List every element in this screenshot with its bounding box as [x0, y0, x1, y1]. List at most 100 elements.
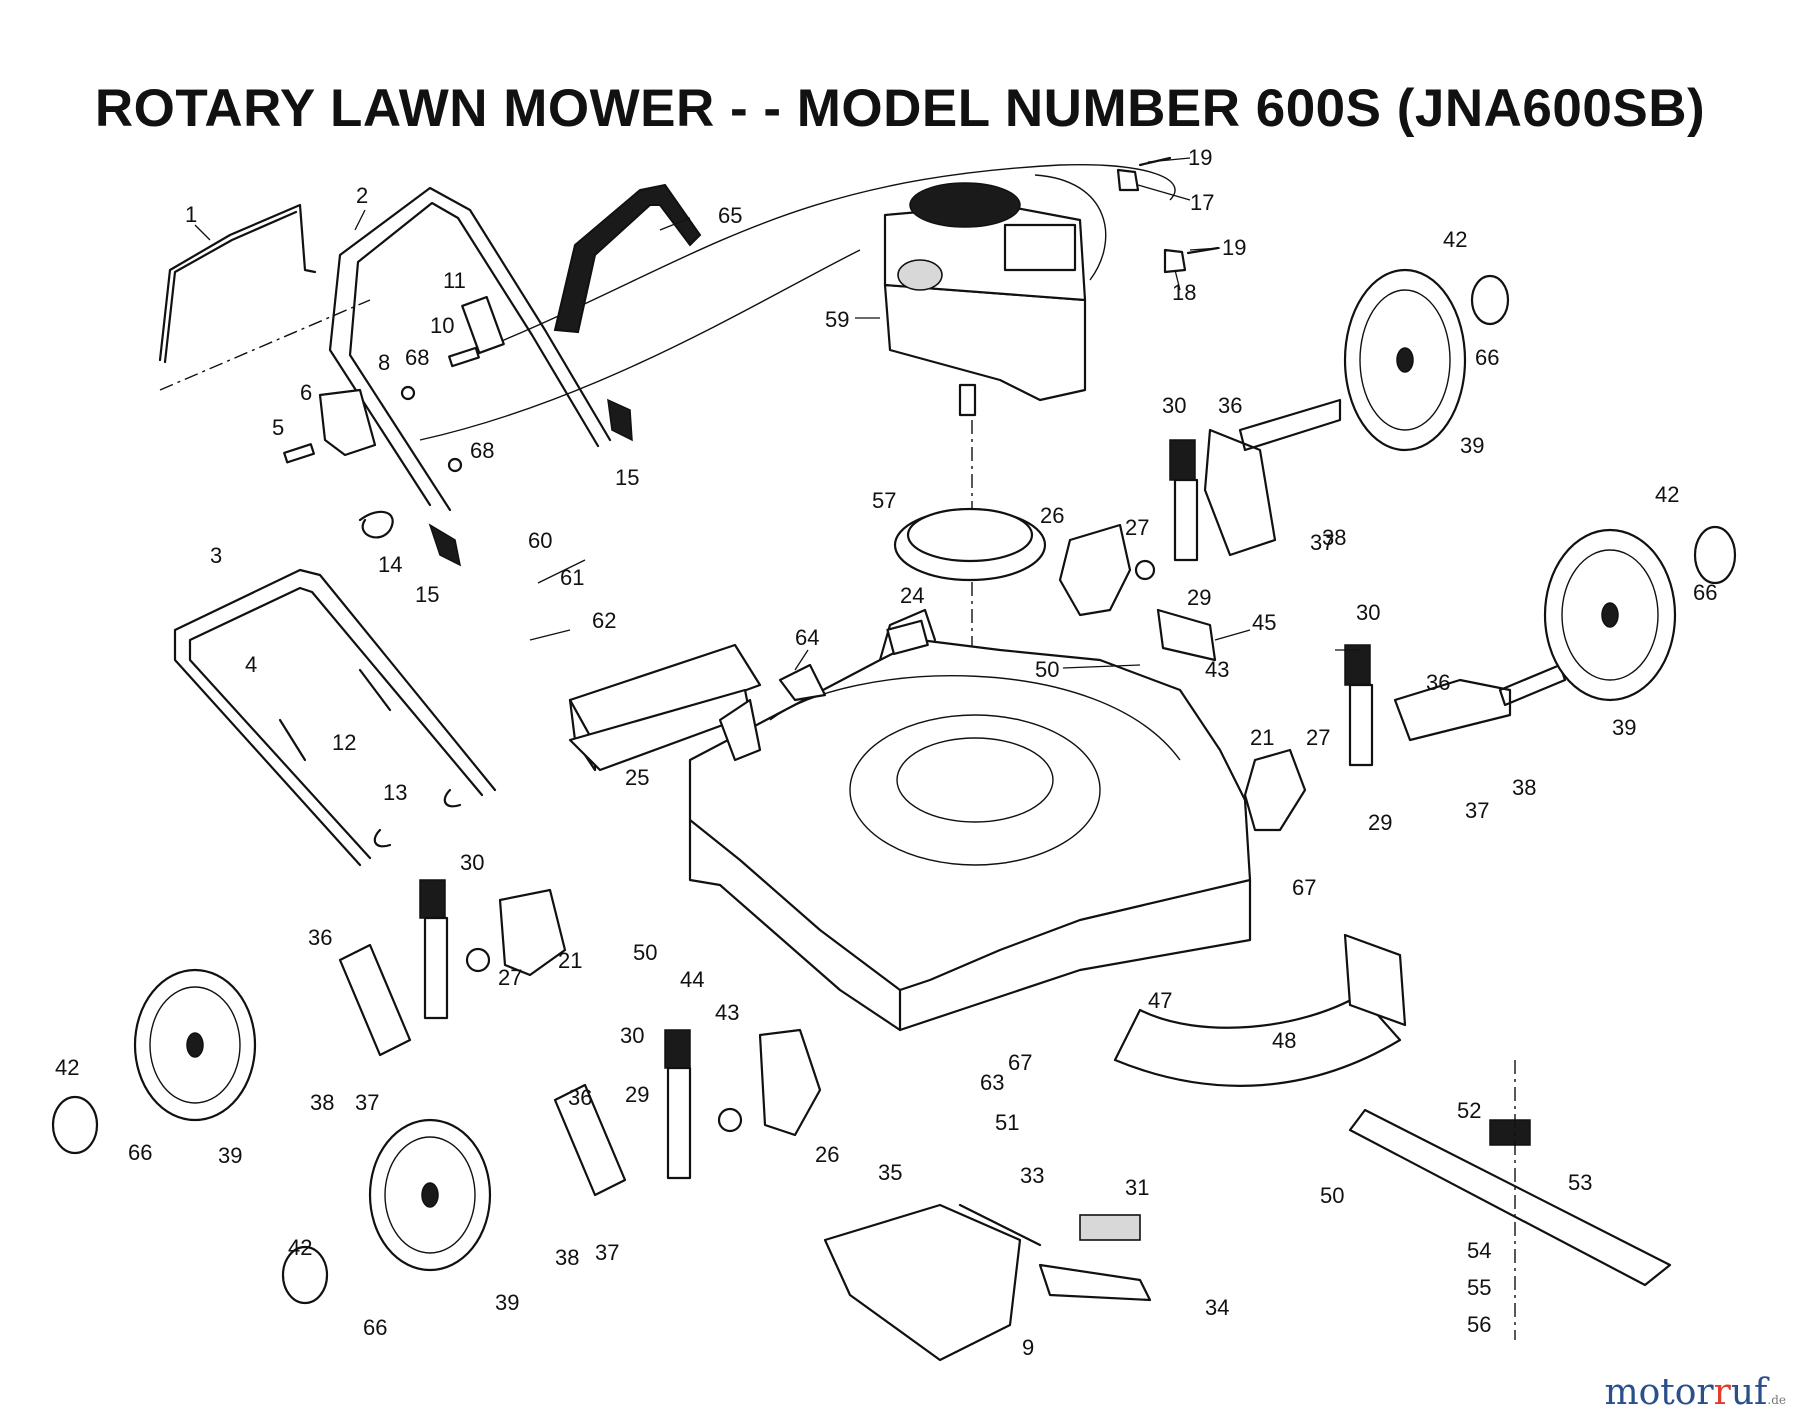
label: 33: [1020, 1163, 1044, 1188]
label: 63: [980, 1070, 1004, 1095]
label: 42: [55, 1055, 79, 1080]
label: 62: [592, 608, 616, 633]
part-11-bracket: [461, 295, 505, 355]
label: 39: [495, 1290, 519, 1315]
part-59-engine: [883, 182, 1087, 417]
part-34-hinge: [1038, 1263, 1152, 1302]
label: 34: [1205, 1295, 1229, 1320]
label: 37: [595, 1240, 619, 1265]
label: 36: [1426, 670, 1450, 695]
label: 38: [555, 1245, 579, 1270]
label: 30: [460, 850, 484, 875]
engine-shroud: [1034, 174, 1107, 281]
label: 39: [1612, 715, 1636, 740]
label: 30: [1162, 393, 1186, 418]
throttle-cable: [479, 163, 1176, 351]
label: 26: [815, 1142, 839, 1167]
label: 26: [1040, 503, 1064, 528]
part-31-spring: [1079, 1214, 1141, 1241]
wheel-front-left-upper: [51, 968, 257, 1155]
part-25-bracket: [718, 698, 762, 762]
label: 42: [1655, 482, 1679, 507]
label: 57: [872, 488, 896, 513]
label: 55: [1467, 1275, 1491, 1300]
label: 30: [1356, 600, 1380, 625]
control-cable: [419, 249, 861, 441]
label: 4: [245, 652, 257, 677]
label: 66: [128, 1140, 152, 1165]
rear-right-adjuster-lower: [1243, 644, 1567, 832]
label: 67: [1008, 1050, 1032, 1075]
label: 36: [1218, 393, 1242, 418]
diagram-title: ROTARY LAWN MOWER - - MODEL NUMBER 600S …: [94, 79, 1706, 138]
label: 30: [620, 1023, 644, 1048]
label: 8: [378, 350, 390, 375]
part-1-bail: [158, 203, 371, 391]
hardware-small: [283, 346, 480, 539]
label: 38: [1512, 775, 1536, 800]
label: 36: [568, 1085, 592, 1110]
label: 27: [498, 965, 522, 990]
label: 21: [1250, 725, 1274, 750]
label: 36: [308, 925, 332, 950]
label: 19: [1222, 235, 1246, 260]
label: 29: [1187, 585, 1211, 610]
label: 21: [558, 948, 582, 973]
label: 37: [355, 1090, 379, 1115]
label: 25: [625, 765, 649, 790]
label: 48: [1272, 1028, 1296, 1053]
watermark: motorruf.de: [1604, 1372, 1786, 1413]
label: 39: [1460, 433, 1484, 458]
label: 56: [1467, 1312, 1491, 1337]
label: 10: [430, 313, 454, 338]
mower-deck: [688, 608, 1252, 1032]
label: 13: [383, 780, 407, 805]
label: 35: [878, 1160, 902, 1185]
label: 17: [1190, 190, 1214, 215]
label: 44: [680, 967, 704, 992]
label: 51: [995, 1110, 1019, 1135]
label: 15: [615, 465, 639, 490]
part-26-height-adjuster-top: [1058, 523, 1156, 617]
part-35-rear-deflector: [823, 1203, 1022, 1362]
label: 50: [633, 940, 657, 965]
front-left-adjuster-lower: [553, 1028, 822, 1197]
part-65-grip: [553, 183, 702, 334]
wheel-rear-right-upper: [1343, 268, 1510, 452]
label: 1: [185, 202, 197, 227]
label: 38: [310, 1090, 334, 1115]
label: 27: [1306, 725, 1330, 750]
part-33-rod: [958, 1203, 1042, 1247]
label: 39: [218, 1143, 242, 1168]
part-62-discharge-plate: [568, 643, 762, 772]
part-6-side-plate: [318, 388, 377, 457]
part-64-flap: [778, 663, 827, 702]
label: 3: [210, 543, 222, 568]
label: 19: [1188, 145, 1212, 170]
label: 68: [470, 438, 494, 463]
part-53-blade: [1348, 1108, 1672, 1287]
parts-17-18-19: [1116, 156, 1220, 274]
label: 68: [405, 345, 429, 370]
wheel-front-left-lower: [281, 1118, 492, 1305]
label: 2: [356, 183, 368, 208]
label: 37: [1465, 798, 1489, 823]
part-45-bracket: [1156, 608, 1217, 662]
label: 27: [1125, 515, 1149, 540]
label: 64: [795, 625, 819, 650]
label: 66: [1475, 345, 1499, 370]
part-48-skirt: [1113, 993, 1402, 1087]
part-52-blade-adapter: [1489, 1119, 1531, 1146]
label: 43: [1205, 657, 1229, 682]
label: 42: [1443, 227, 1467, 252]
label: 61: [560, 565, 584, 590]
label: 60: [528, 528, 552, 553]
part-57-adapter-ring: [893, 507, 1047, 582]
part-2-upper-handle: [328, 186, 633, 567]
label: 12: [332, 730, 356, 755]
label: 24: [900, 583, 924, 608]
label: 47: [1148, 988, 1172, 1013]
wheel-rear-right-lower: [1543, 525, 1737, 702]
